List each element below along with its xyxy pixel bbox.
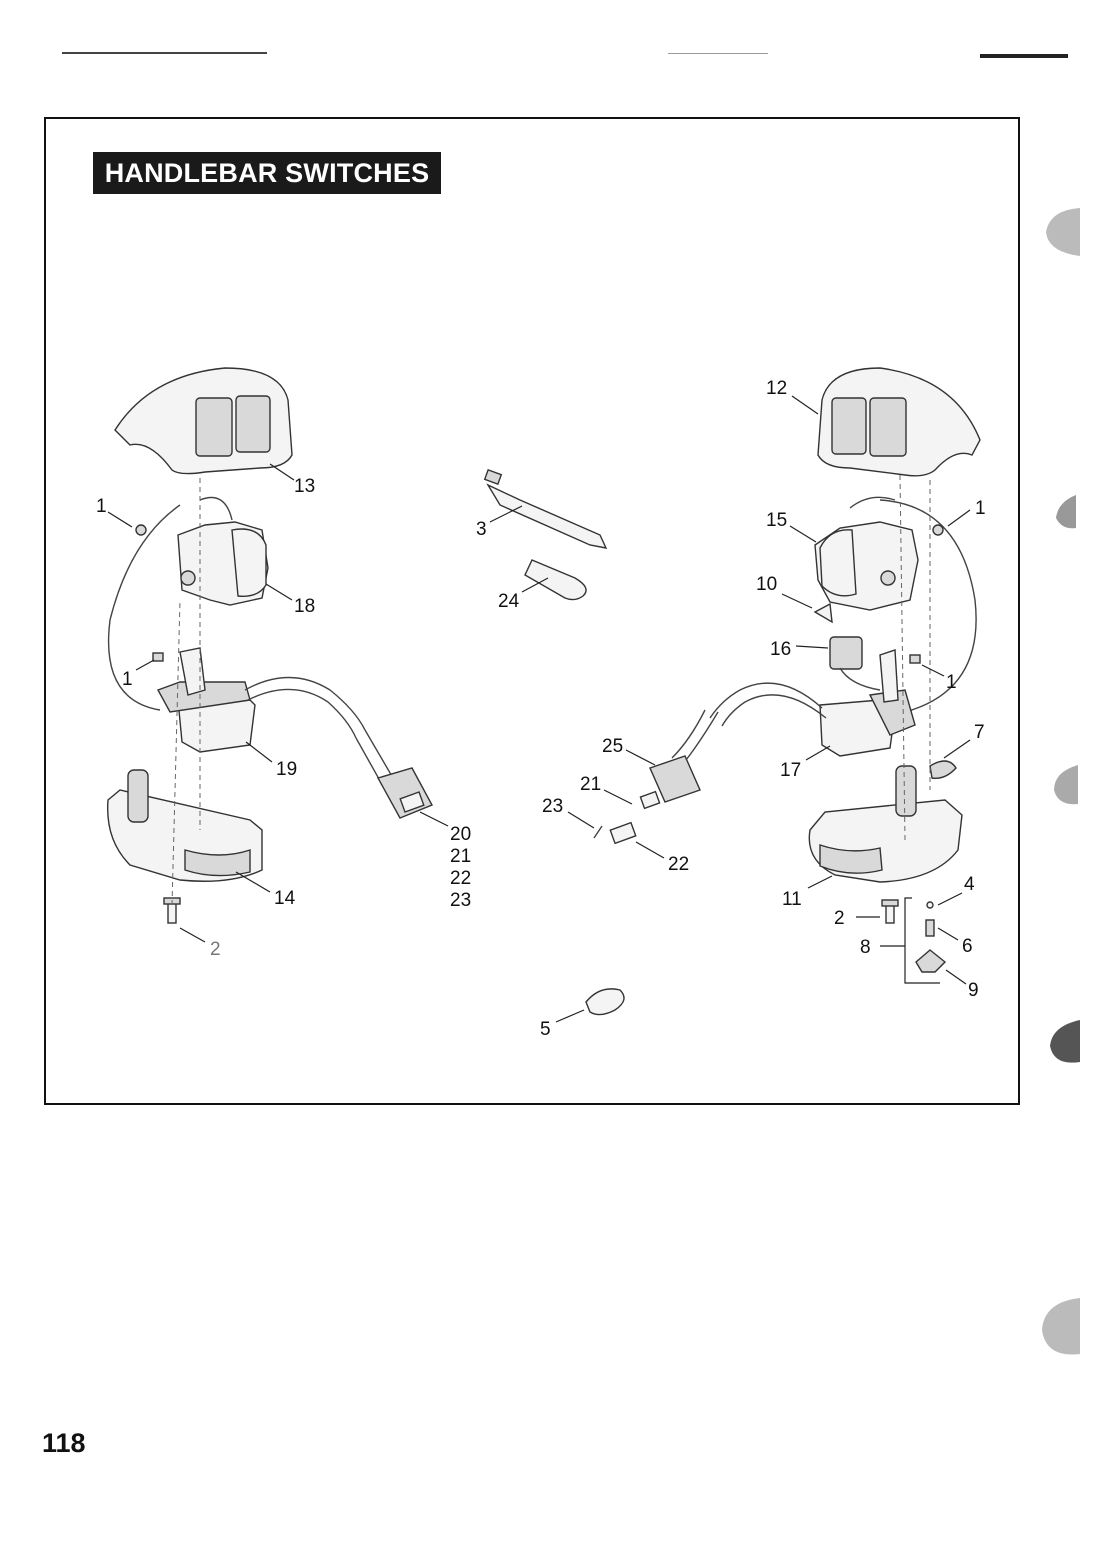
callout-21-center: 21 (580, 774, 601, 795)
left-lower-switch (156, 647, 256, 753)
spring (925, 919, 935, 937)
callout-1-left-lower: 1 (122, 669, 133, 690)
callout-12: 12 (766, 378, 787, 399)
callout-25: 25 (602, 736, 623, 757)
right-lever (929, 760, 957, 779)
callout-23-left: 23 (450, 890, 471, 911)
left-main-cable-2 (247, 688, 357, 739)
right-assembly-axis (899, 474, 906, 841)
retaining-ring (926, 901, 934, 909)
callout-20: 20 (450, 824, 471, 845)
header-rule-left (62, 52, 267, 54)
header-rule-center (668, 53, 768, 54)
left-wire-loop (107, 504, 181, 711)
kit-bracket (904, 897, 940, 984)
right-cable-leads-2 (685, 711, 719, 761)
right-trigger (813, 602, 833, 624)
callout-4: 4 (964, 874, 975, 895)
callout-6: 6 (962, 936, 973, 957)
left-lower-housing (106, 769, 263, 882)
callout-18: 18 (294, 596, 315, 617)
terminal-pin (593, 825, 603, 839)
callout-10: 10 (756, 574, 777, 595)
left-screw-1a (135, 524, 147, 536)
diagram-frame (44, 117, 1020, 1105)
right-lower-switch (819, 649, 916, 757)
binder-hole-2 (1056, 495, 1076, 529)
callout-13: 13 (294, 476, 315, 497)
callout-17: 17 (780, 760, 801, 781)
binder-hole-4 (1050, 1020, 1080, 1063)
callout-22-center: 22 (668, 854, 689, 875)
callout-23-center: 23 (542, 796, 563, 817)
right-lower-housing (808, 765, 963, 883)
callout-5: 5 (540, 1019, 551, 1040)
right-cable-leads (671, 709, 706, 759)
right-switch-body (814, 521, 919, 611)
header-rule-right (980, 54, 1068, 58)
cable-strap (483, 469, 608, 549)
callout-21-left: 21 (450, 846, 471, 867)
left-switch-body (177, 521, 269, 606)
callout-22-left: 22 (450, 868, 471, 889)
left-upper-cover (114, 367, 293, 475)
callout-1-right-lower: 1 (946, 672, 957, 693)
page-title: HANDLEBAR SWITCHES (93, 152, 441, 194)
right-mini-switch (829, 636, 881, 691)
right-screw-1b (909, 654, 921, 664)
right-wire-top (849, 496, 896, 509)
callout-7: 7 (974, 722, 985, 743)
left-wire-top (199, 496, 233, 521)
callout-1-left-upper: 1 (96, 496, 107, 517)
callout-1-right-upper: 1 (975, 498, 986, 519)
left-screw-1b (152, 652, 164, 662)
left-main-cable (244, 676, 366, 731)
binder-hole-1 (1046, 208, 1080, 256)
left-connector (376, 767, 433, 819)
callout-8: 8 (860, 937, 871, 958)
left-assembly-axis-2 (171, 599, 181, 906)
binder-hole-5 (1042, 1298, 1080, 1355)
right-main-cable-2 (721, 694, 827, 727)
callout-19: 19 (276, 759, 297, 780)
callout-2-right: 2 (834, 908, 845, 929)
callout-2-left: 2 (210, 939, 221, 960)
page-number: 118 (42, 1428, 86, 1458)
leader-lines (107, 395, 971, 1023)
callout-15: 15 (766, 510, 787, 531)
callout-24: 24 (498, 591, 520, 612)
right-screw-2 (881, 899, 899, 924)
callout-14: 14 (274, 888, 296, 909)
right-main-cable (709, 682, 823, 719)
binder-holes (1042, 208, 1080, 1355)
plunger (915, 949, 947, 973)
binder-hole-3 (1054, 765, 1078, 805)
conduit-sleeve (524, 559, 587, 601)
callout-3: 3 (476, 519, 487, 540)
wire-clamp (585, 988, 625, 1016)
callout-16: 16 (770, 639, 791, 660)
seal (609, 821, 637, 845)
right-screw-1a (932, 524, 944, 536)
right-upper-cover (817, 367, 981, 477)
callout-11: 11 (782, 889, 802, 910)
right-connector (639, 755, 701, 810)
right-wire-loop (879, 499, 977, 713)
callout-9: 9 (968, 980, 979, 1001)
